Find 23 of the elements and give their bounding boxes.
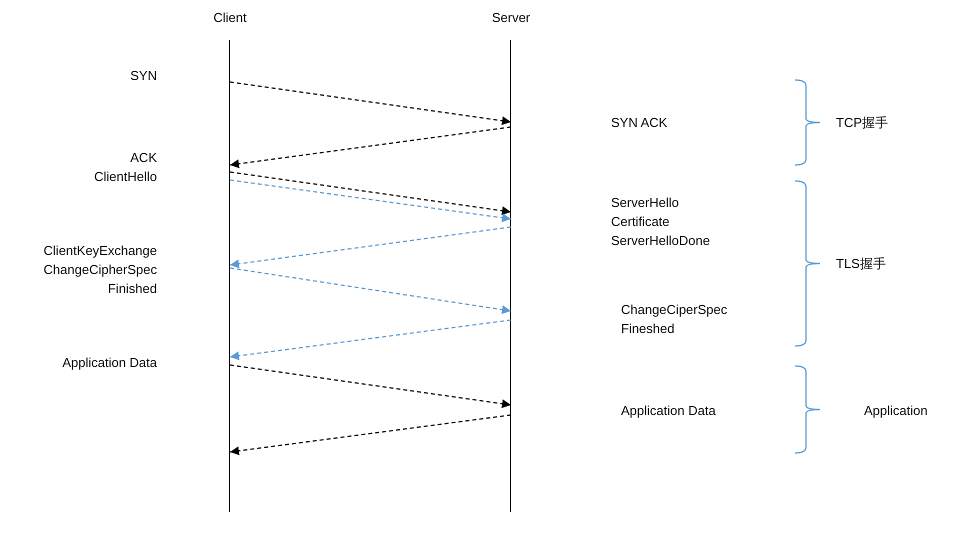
message-arrow: [230, 81, 512, 126]
bracket-label: TLS握手: [836, 255, 887, 273]
message-arrow: [230, 319, 512, 360]
bracket-label: Application: [864, 402, 929, 420]
message-label: ChangeCiperSpec Fineshed: [621, 301, 728, 338]
message-label: Application Data: [61, 354, 157, 372]
message-label: SYN ACK: [611, 114, 668, 132]
message-label: ClientKeyExchange ChangeCipherSpec Finished: [42, 242, 157, 298]
message-arrow: [230, 414, 512, 456]
message-arrow: [230, 267, 512, 314]
message-label: ClientHello: [93, 168, 157, 186]
message-arrow: [230, 179, 512, 222]
message-arrow: [230, 171, 512, 216]
bracket-label: TCP握手: [836, 114, 889, 132]
message-label: ACK: [129, 149, 157, 167]
message-arrow: [230, 126, 512, 168]
participant-label: Server: [490, 10, 532, 25]
participant-label: Client: [212, 10, 248, 25]
message-label: ServerHello Certificate ServerHelloDone: [611, 194, 711, 250]
message-label: Application Data: [621, 402, 717, 420]
message-arrow: [230, 226, 512, 268]
message-label: SYN: [129, 67, 157, 85]
message-arrow: [230, 364, 512, 408]
